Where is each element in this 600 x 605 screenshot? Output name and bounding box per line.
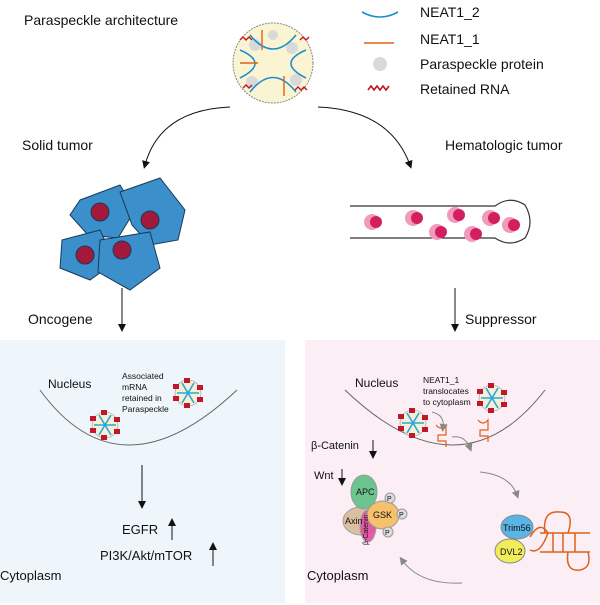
neat1-1-structure <box>529 511 590 571</box>
legend-neat1-2: NEAT1_2 <box>420 4 480 20</box>
note-line: Paraspeckle <box>122 404 169 414</box>
note-line: NEAT1_1 <box>423 375 459 385</box>
nuclear-membrane <box>344 389 546 446</box>
retained-rna-legend-icon <box>367 84 390 92</box>
note-line: to cytoplasm <box>423 397 471 407</box>
egfr-label: EGFR <box>122 522 158 537</box>
dvl2-label: DVL2 <box>500 547 523 557</box>
oncogene-label: Oncogene <box>28 311 93 327</box>
paraspeckle-illustration <box>232 22 314 104</box>
blood-vessel <box>350 199 531 244</box>
apc-label: APC <box>356 487 375 497</box>
cytoplasm-label: Cytoplasm <box>0 568 61 583</box>
note-line: mRNA <box>122 382 147 392</box>
note-line: retained in <box>122 393 162 403</box>
beta-catenin-complex-label: β-Catenin <box>363 514 370 545</box>
hematologic-tumor-label: Hematologic tumor <box>445 137 563 153</box>
paraspeckle-title: Paraspeckle architecture <box>24 12 178 28</box>
legend-protein: Paraspeckle protein <box>420 56 544 72</box>
trim56-protein <box>500 514 534 540</box>
protein-legend-icon <box>373 57 387 71</box>
nucleus-label: Nucleus <box>355 376 398 390</box>
phosphate-label: P <box>399 512 404 519</box>
trim56-label: Trim56 <box>503 523 531 533</box>
solid-tumor-label: Solid tumor <box>22 137 93 153</box>
phosphate-label: P <box>385 530 390 537</box>
suppressor-panel: Nucleus NEAT1_1 translocates to cytoplas… <box>305 340 600 603</box>
nuclear-membrane <box>39 389 238 446</box>
arrow-to-solid <box>142 106 231 169</box>
destruction-complex: APC Axin GSK β-Catenin P P P <box>342 474 408 545</box>
phosphate-label: P <box>387 496 392 503</box>
axin-label: Axin <box>345 516 363 526</box>
legend: NEAT1_2 NEAT1_1 Paraspeckle protein Reta… <box>361 4 544 97</box>
legend-retained-rna: Retained RNA <box>420 81 510 97</box>
note-line: translocates <box>423 386 469 396</box>
suppressor-label: Suppressor <box>465 311 537 327</box>
beta-catenin-label: β-Catenin <box>311 440 359 452</box>
wnt-label: Wnt <box>314 470 334 482</box>
note-line: Associated <box>122 371 164 381</box>
pi3k-label: PI3K/Akt/mTOR <box>100 548 192 563</box>
translocation-arrow <box>451 436 473 452</box>
neat1-2-legend-icon <box>361 11 399 18</box>
arrow-to-hematologic <box>317 106 413 169</box>
flow-arrow <box>479 471 520 499</box>
oncogene-panel: Nucleus Associated mRNA retained in Para… <box>0 340 285 603</box>
translocation-arrow <box>431 411 448 432</box>
flow-arrow <box>399 556 463 584</box>
solid-tumor-cells <box>59 177 186 291</box>
cytoplasm-label: Cytoplasm <box>307 568 368 583</box>
dvl2-protein <box>494 538 526 564</box>
gsk-label: GSK <box>373 510 392 520</box>
nucleus-label: Nucleus <box>48 377 91 391</box>
legend-neat1-1: NEAT1_1 <box>420 31 480 47</box>
